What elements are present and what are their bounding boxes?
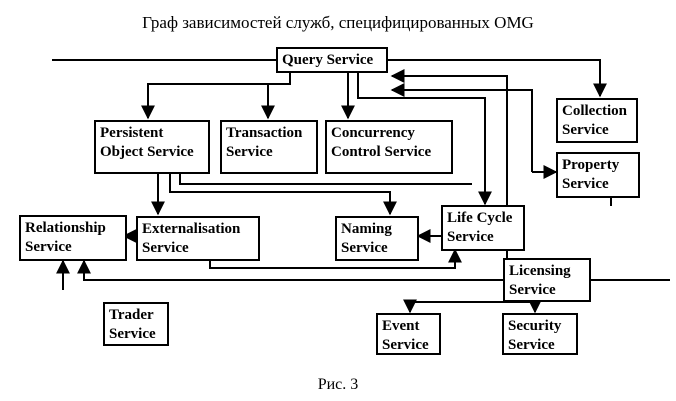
transaction-service-label-2: Service bbox=[226, 144, 273, 160]
query-service-label: Query Service bbox=[282, 52, 374, 68]
edge-query-persistent bbox=[141, 72, 291, 120]
externalisation-service-node: Externalisation Service bbox=[136, 216, 260, 261]
collection-service-node: Collection Service bbox=[556, 98, 638, 143]
edge-persistent-naming bbox=[169, 174, 397, 216]
edge-query-lifecycle bbox=[357, 72, 492, 206]
trader-service-label-1: Trader bbox=[109, 307, 154, 323]
edge-query-collection bbox=[52, 59, 607, 98]
concurrency-control-service-node: Concurrency Control Service bbox=[325, 120, 453, 174]
edge-licensing-query bbox=[390, 69, 508, 258]
relationship-service-label-2: Service bbox=[25, 239, 72, 255]
security-service-node: Security Service bbox=[502, 313, 578, 355]
persistent-object-service-node: Persistent Object Service bbox=[94, 120, 210, 174]
concurrency-control-service-label-2: Control Service bbox=[331, 144, 432, 160]
collection-service-label-1: Collection bbox=[562, 103, 627, 119]
collection-service-label-2: Service bbox=[562, 122, 609, 138]
persistent-object-service-label-2: Object Service bbox=[100, 144, 194, 160]
relationship-service-label-1: Relationship bbox=[25, 220, 106, 236]
event-service-node: Event Service bbox=[376, 313, 441, 355]
security-service-label-1: Security bbox=[508, 318, 562, 334]
life-cycle-service-label-2: Service bbox=[447, 229, 494, 245]
externalisation-service-label-2: Service bbox=[142, 240, 189, 256]
query-service-node: Query Service bbox=[276, 47, 388, 73]
trader-service-label-2: Service bbox=[109, 326, 156, 342]
edge-licensing-event bbox=[403, 299, 535, 314]
security-service-label-2: Service bbox=[508, 337, 555, 353]
edge-query-transaction bbox=[261, 83, 290, 120]
property-service-label-1: Property bbox=[562, 157, 620, 173]
diagram-title: Граф зависимостей служб, специфицированн… bbox=[142, 13, 534, 32]
persistent-object-service-label-1: Persistent bbox=[100, 125, 164, 141]
edge-persistent-lifecycle bbox=[179, 174, 472, 185]
edge-licensing-relationship bbox=[77, 259, 670, 281]
property-service-label-2: Service bbox=[562, 176, 609, 192]
licensing-service-label-1: Licensing bbox=[509, 263, 571, 279]
event-service-label-2: Service bbox=[382, 337, 429, 353]
property-service-node: Property Service bbox=[556, 152, 640, 198]
concurrency-control-service-label-1: Concurrency bbox=[331, 125, 415, 141]
edge-property-query bbox=[390, 83, 533, 172]
licensing-service-node: Licensing Service bbox=[503, 258, 591, 302]
externalisation-service-label-1: Externalisation bbox=[142, 221, 241, 237]
event-service-label-1: Event bbox=[382, 318, 420, 334]
edge-externalisation-lifecycle bbox=[209, 248, 462, 269]
licensing-service-label-2: Service bbox=[509, 282, 556, 298]
figure-caption: Рис. 3 bbox=[317, 376, 359, 393]
trader-service-node: Trader Service bbox=[103, 302, 169, 346]
transaction-service-node: Transaction Service bbox=[220, 120, 318, 174]
transaction-service-label-1: Transaction bbox=[226, 125, 303, 141]
life-cycle-service-label-1: Life Cycle bbox=[447, 210, 513, 226]
naming-service-label-2: Service bbox=[341, 240, 388, 256]
life-cycle-service-node: Life Cycle Service bbox=[441, 205, 525, 251]
relationship-service-node: Relationship Service bbox=[19, 215, 127, 261]
naming-service-label-1: Naming bbox=[341, 221, 392, 237]
naming-service-node: Naming Service bbox=[335, 216, 419, 261]
